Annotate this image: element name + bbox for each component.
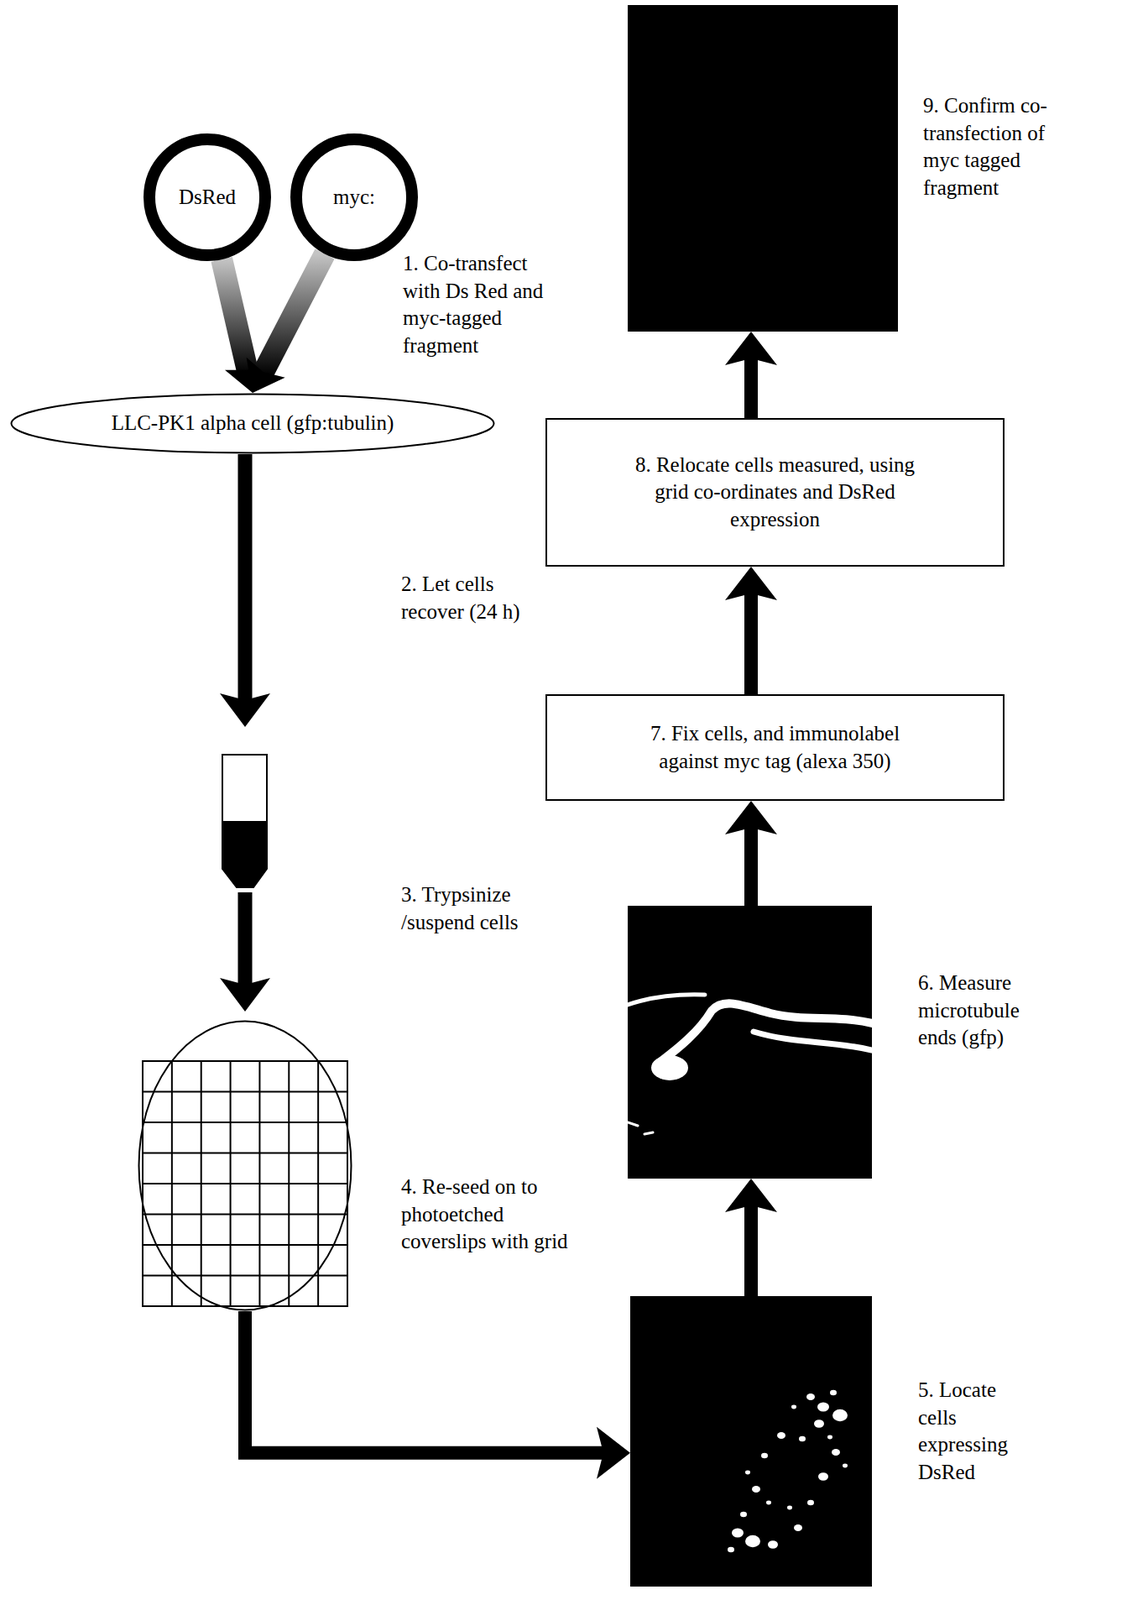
grid-line	[142, 1182, 348, 1185]
fluorescent-spot	[740, 1511, 747, 1517]
arrow-head	[725, 1178, 778, 1212]
cell-outline	[11, 394, 495, 454]
plasmid-circle: DsRed	[143, 133, 272, 261]
gfp-micrograph: 6. Measure microtubule ends (gfp)	[627, 905, 872, 1179]
fluorescent-spot	[745, 1534, 761, 1547]
arrow-head	[725, 800, 778, 835]
grid-line	[142, 1090, 348, 1093]
fluorescent-spot	[766, 1500, 772, 1505]
arrow-head	[219, 977, 271, 1012]
fluorescent-spot	[827, 1435, 833, 1440]
node-text: myc:	[333, 183, 376, 212]
arrow-shaft	[261, 253, 325, 375]
fluorescent-spot	[751, 1485, 761, 1493]
grid-frame	[142, 1060, 348, 1306]
step-caption: 4. Re-seed on to photoetched coverslips …	[401, 1173, 582, 1256]
arrow-head	[725, 566, 778, 601]
down-arrow	[219, 892, 271, 1012]
step-caption: 9. Confirm co-transfection of myc tagged…	[923, 92, 1070, 202]
step-label: 3. Trypsinize /suspend cells	[401, 881, 536, 936]
fluorescent-spot	[777, 1431, 786, 1439]
cell-line-ellipse: LLC-PK1 alpha cell (gfp:tubulin)	[10, 392, 496, 455]
arrow-shaft	[245, 1310, 607, 1453]
fluorescent-spot	[798, 1435, 806, 1441]
node-text: 8. Relocate cells measured, using grid c…	[620, 451, 931, 534]
arrow-shaft	[744, 824, 758, 906]
micrograph-image	[627, 5, 898, 332]
node-text: 7. Fix cells, and immunolabel against my…	[624, 720, 927, 775]
label-holder: 1. Co-transfect with Ds Red and myc-tagg…	[402, 250, 554, 360]
fluorescent-spot	[831, 1448, 841, 1456]
node-text: LLC-PK1 alpha cell (gfp:tubulin)	[111, 409, 395, 438]
coverslip-outline	[139, 1021, 352, 1310]
microtubule-signal	[753, 1031, 872, 1050]
flow-arrow	[725, 800, 778, 906]
arrow-shaft	[238, 892, 253, 988]
arrow-shaft	[744, 589, 758, 695]
fluorescent-spot	[793, 1523, 803, 1531]
fluorescent-spot	[814, 1419, 825, 1428]
micrograph-image	[630, 1295, 872, 1587]
microtubule-signal	[651, 1054, 689, 1081]
fluorescent-spot	[761, 1452, 768, 1458]
tube-outline	[222, 754, 267, 888]
fluorescent-spot	[807, 1499, 815, 1505]
fluorescent-spot	[767, 1539, 778, 1549]
arrow-head	[219, 693, 271, 727]
step-caption: 6. Measure microtubule ends (gfp)	[918, 969, 1044, 1052]
label-holder: 3. Trypsinize /suspend cells	[401, 881, 536, 936]
plasmid-ring	[296, 139, 413, 256]
microtubule-signal	[627, 1122, 638, 1126]
arrow-shaft	[221, 259, 248, 374]
flow-arrow	[725, 1178, 778, 1296]
fluorescent-spot	[829, 1389, 837, 1395]
plasmid-circle: myc:	[290, 133, 418, 261]
fluorescent-spot	[817, 1401, 830, 1411]
microtubule-signal	[661, 1002, 872, 1061]
step-caption: 5. Locate cells expressing DsRed	[918, 1376, 1036, 1486]
process-box: 8. Relocate cells measured, using grid c…	[545, 417, 1005, 567]
grid-line	[142, 1152, 348, 1154]
plasmid-ring	[149, 139, 266, 256]
dsred-micrograph: 5. Locate cells expressing DsRed	[630, 1295, 872, 1587]
tube-contents	[222, 820, 267, 888]
microtubule-signal	[627, 994, 705, 1005]
grid-line	[142, 1243, 348, 1246]
arrow-head	[246, 357, 286, 393]
fluorescent-spot	[832, 1409, 848, 1421]
flow-arrow	[725, 331, 778, 418]
step-label: 1. Co-transfect with Ds Red and myc-tagg…	[402, 250, 554, 360]
arrow-shaft	[744, 1201, 758, 1296]
fluorescent-spot	[731, 1527, 744, 1537]
grid-line	[142, 1121, 348, 1123]
label-holder: 2. Let cells recover (24 h)	[401, 570, 536, 626]
node-text: DsRed	[178, 183, 236, 212]
grid-line	[142, 1213, 348, 1216]
down-arrow	[219, 454, 271, 727]
flow-arrow	[245, 1310, 631, 1479]
arrow-head	[596, 1426, 631, 1479]
fluorescent-spot	[818, 1471, 829, 1481]
flow-arrow	[246, 253, 325, 393]
arrow-shaft	[744, 354, 758, 418]
fluorescent-spot	[727, 1546, 735, 1552]
step-label: 2. Let cells recover (24 h)	[401, 570, 536, 626]
fluorescent-spot	[842, 1463, 848, 1468]
arrow-head	[725, 331, 778, 366]
flow-arrow	[725, 566, 778, 695]
arrow-shaft	[238, 454, 253, 704]
test-tube	[222, 754, 267, 888]
micrograph-image	[627, 905, 872, 1179]
fluorescent-spot	[787, 1505, 793, 1510]
fluorescent-spot	[806, 1393, 815, 1400]
microtubule-signal	[644, 1132, 653, 1134]
gridded-coverslip: 4. Re-seed on to photoetched coverslips …	[137, 1019, 353, 1311]
fluorescent-spot	[745, 1470, 751, 1475]
fluorescent-spot	[791, 1404, 797, 1410]
process-box: 7. Fix cells, and immunolabel against my…	[545, 694, 1005, 801]
myc-micrograph: 9. Confirm co-transfection of myc tagged…	[627, 5, 898, 332]
grid-line	[142, 1274, 348, 1277]
coverslip-drawing	[137, 1019, 353, 1311]
